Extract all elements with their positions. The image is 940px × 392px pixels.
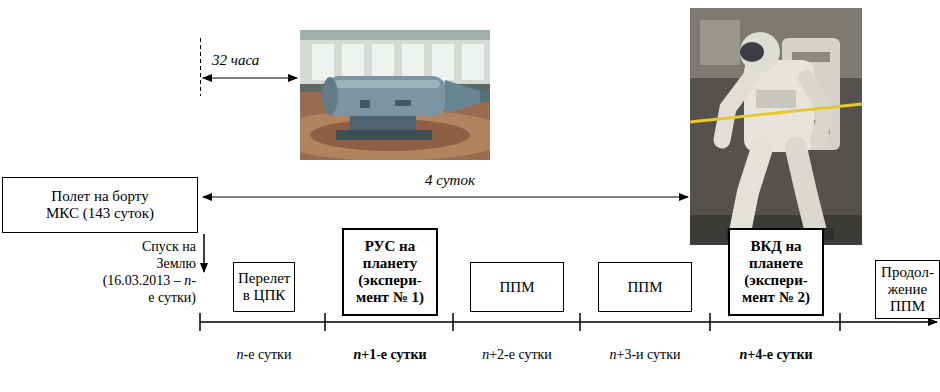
italic-variable: n (237, 347, 244, 362)
axis-tick (839, 313, 841, 331)
box-text: РУС на планету (экспери- мент № 1) (354, 235, 426, 309)
stage-box: ППМ (598, 262, 692, 312)
stage-box: Полет на борту МКС (143 суток) (2, 177, 198, 233)
box-text: Продол- жение ППМ (879, 261, 936, 318)
stage-box: Продол- жение ППМ (875, 260, 940, 319)
box-text: Перелет в ЦПК (238, 267, 290, 307)
stage-box-highlighted: РУС на планету (экспери- мент № 1) (342, 228, 438, 316)
dashed-marker (200, 38, 201, 96)
stage-box-highlighted: ВКД на планете (экспери- мент № 2) (728, 228, 824, 316)
duration-label: 4 суток (400, 172, 500, 189)
day-label: n+1-е сутки (330, 346, 450, 363)
box-text: ППМ (477, 276, 557, 299)
duration-arrow (203, 78, 297, 79)
axis-tick (324, 313, 326, 331)
day-label: n+3-и сутки (585, 346, 705, 363)
italic-variable: n (353, 347, 361, 362)
day-label: n+4-е сутки (716, 346, 836, 363)
duration-label: 32 часа (212, 52, 292, 69)
box-text: ВКД на планете (экспери- мент № 2) (740, 235, 812, 309)
duration-arrow (203, 197, 688, 198)
italic-variable: n (184, 273, 191, 288)
spacesuit-photo (690, 8, 862, 245)
axis-tick (709, 313, 711, 331)
stage-box: Перелет в ЦПК (233, 262, 295, 312)
day-label: n+2-е сутки (457, 346, 577, 363)
axis-tick (452, 313, 454, 331)
stage-box: ППМ (470, 262, 564, 312)
event-note: Спуск на Землю (16.03.2013 – n-е сутки) (102, 238, 196, 306)
box-text: ППМ (605, 276, 685, 299)
italic-variable: n (739, 347, 747, 362)
box-text: Полет на борту МКС (143 суток) (39, 185, 161, 225)
italic-variable: n (610, 347, 617, 362)
day-label: n-е сутки (204, 346, 324, 363)
centrifuge-photo (300, 30, 490, 160)
italic-variable: n (482, 347, 489, 362)
axis-tick (579, 313, 581, 331)
descent-arrow (203, 234, 205, 272)
axis-tick (199, 313, 201, 331)
time-axis (200, 321, 937, 323)
